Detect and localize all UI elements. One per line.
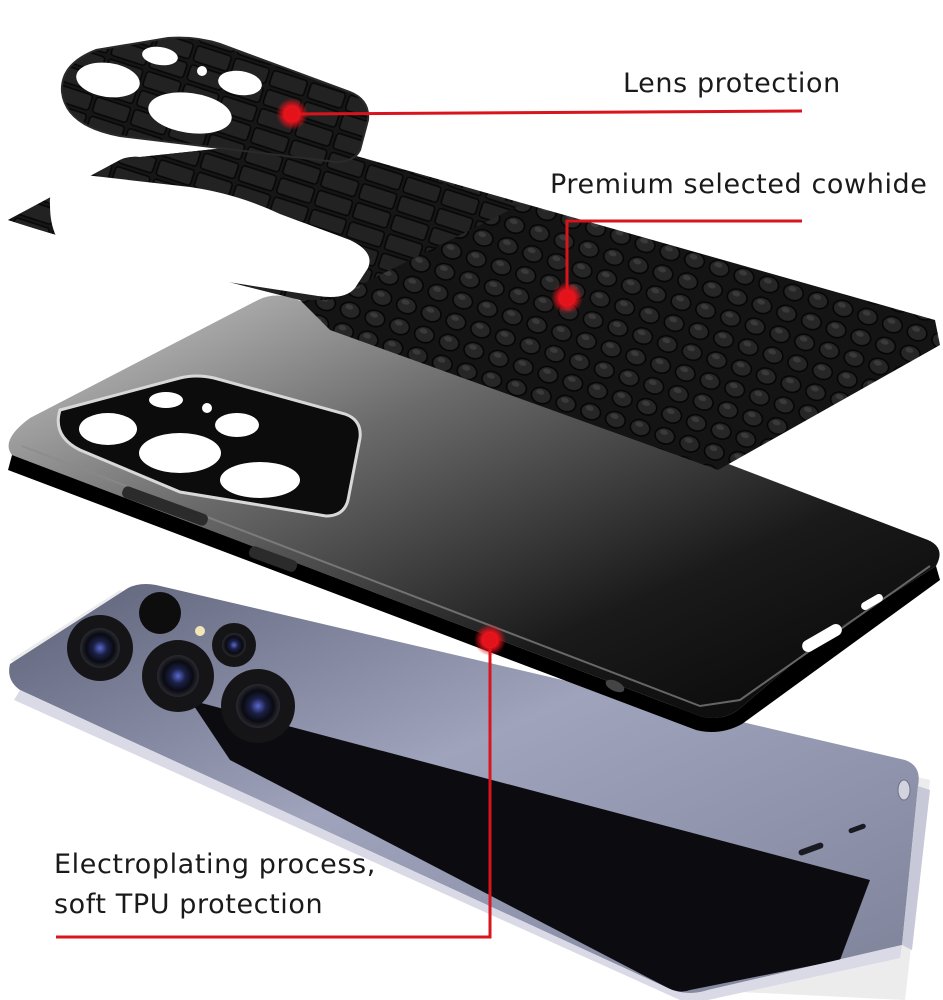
electroplated-case (8, 295, 940, 732)
phone-body (9, 584, 930, 1000)
leather-back-sheet (8, 140, 940, 470)
phone-camera-lenses (67, 592, 295, 743)
electroplating-label-line2: soft TPU protection (54, 889, 324, 920)
lens-protector (60, 36, 370, 164)
electroplating-label: Electroplating process, soft TPU protect… (54, 845, 376, 925)
callout-lens-pointer (276, 98, 803, 130)
case-camera-cutouts (79, 392, 300, 498)
callout-electroplating-pointer (56, 624, 506, 939)
cowhide-label: Premium selected cowhide (550, 169, 928, 200)
lens-protection-label: Lens protection (623, 68, 841, 99)
callout-cowhide-pointer (551, 219, 802, 314)
electroplating-label-line1: Electroplating process, (54, 849, 376, 880)
